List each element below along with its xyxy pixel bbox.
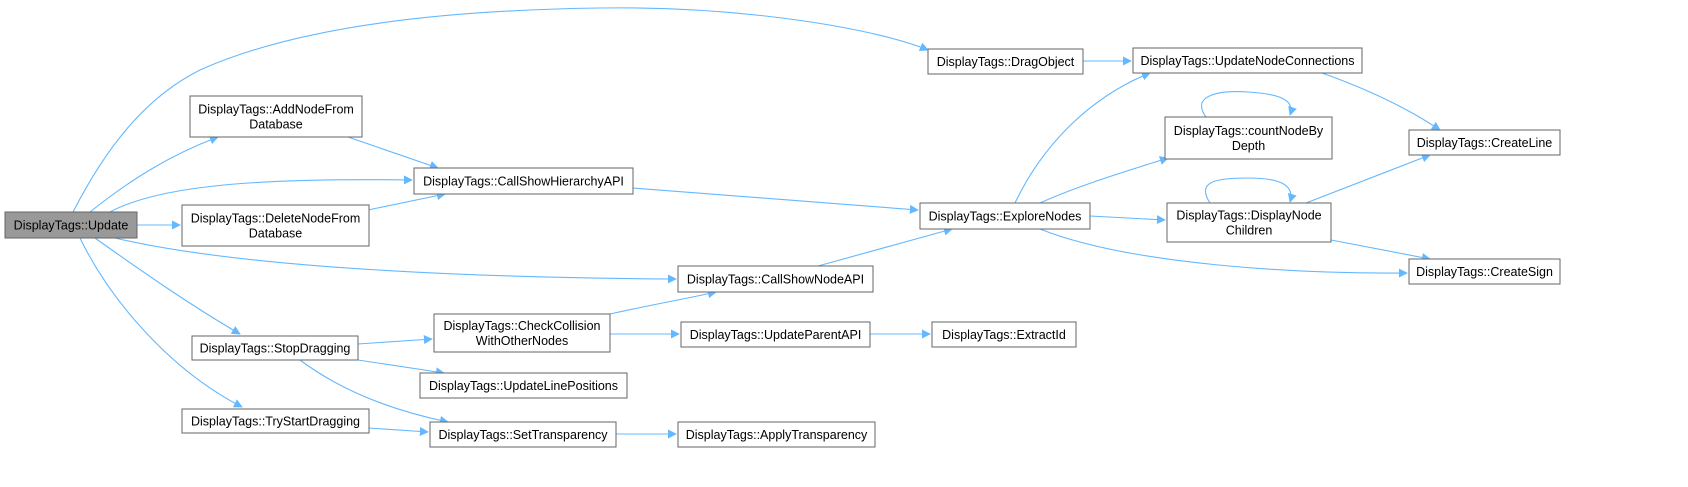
node-label: DisplayTags::CreateSign <box>1416 265 1553 279</box>
edge-update-to-dragObject <box>72 7 929 213</box>
node-box <box>181 408 370 434</box>
edge-update-to-tryStart <box>79 237 243 408</box>
node-label: DisplayTags::SetTransparency <box>438 428 608 442</box>
node-box <box>931 321 1077 348</box>
node-box <box>927 48 1084 75</box>
node-label: DisplayTags::ApplyTransparency <box>686 428 868 442</box>
edges <box>72 7 1441 439</box>
node-box <box>433 313 611 353</box>
node-callHierarchy[interactable]: DisplayTags::CallShowHierarchyAPI <box>413 167 634 195</box>
node-box <box>4 211 138 239</box>
edge-updateConn-to-createLine <box>1321 72 1441 131</box>
node-box <box>1408 258 1561 285</box>
node-label: Children <box>1226 224 1273 238</box>
node-tryStart[interactable]: DisplayTags::TryStartDragging <box>181 408 370 434</box>
node-box <box>1132 47 1363 74</box>
edge-stopDragging-to-setTransparency <box>299 359 449 425</box>
node-update[interactable]: DisplayTags::Update <box>4 211 138 239</box>
node-label: DisplayTags::AddNodeFrom <box>198 103 354 117</box>
edge-exploreNodes-to-displayChildren <box>1089 215 1166 225</box>
edge-displayChildren-to-createSign <box>1330 239 1431 262</box>
edge-deleteNode-to-callHierarchy <box>367 191 446 211</box>
node-exploreNodes[interactable]: DisplayTags::ExploreNodes <box>919 202 1091 230</box>
node-updateLinePos[interactable]: DisplayTags::UpdateLinePositions <box>419 372 628 399</box>
node-box <box>189 95 363 138</box>
node-setTransparency[interactable]: DisplayTags::SetTransparency <box>429 421 617 448</box>
node-callShowNode[interactable]: DisplayTags::CallShowNodeAPI <box>677 265 874 293</box>
edge-callShowNode-to-exploreNodes <box>817 226 953 267</box>
edge-exploreNodes-to-createSign <box>1039 228 1408 278</box>
node-label: DisplayTags::ExtractId <box>942 328 1066 342</box>
node-box <box>181 204 370 247</box>
node-label: DisplayTags::ExploreNodes <box>929 210 1082 224</box>
edge-checkCollision-to-callShowNode <box>609 289 717 315</box>
node-label: DisplayTags::countNodeBy <box>1174 124 1324 138</box>
edge-exploreNodes-to-updateConn <box>1014 71 1151 204</box>
node-dragObject[interactable]: DisplayTags::DragObject <box>927 48 1084 75</box>
node-label: DisplayTags::UpdateLinePositions <box>429 379 618 393</box>
node-label: DisplayTags::CreateLine <box>1417 136 1553 150</box>
node-applyTransparency[interactable]: DisplayTags::ApplyTransparency <box>677 421 876 448</box>
edge-addNode-to-callHierarchy <box>347 136 439 170</box>
node-extractId[interactable]: DisplayTags::ExtractId <box>931 321 1077 348</box>
edge-stopDragging-to-updateLinePos <box>357 359 445 377</box>
node-box <box>429 421 617 448</box>
node-checkCollision[interactable]: DisplayTags::CheckCollisionWithOtherNode… <box>433 313 611 353</box>
edge-update-to-callHierarchy <box>109 175 413 213</box>
edge-update-to-stopDragging <box>94 237 241 335</box>
edge-displayChildren-to-displayChildren <box>1204 177 1297 204</box>
edge-displayChildren-to-createLine <box>1305 153 1431 204</box>
node-box <box>1166 202 1332 243</box>
node-label: DisplayTags::UpdateNodeConnections <box>1140 54 1354 68</box>
edge-update-to-addNode <box>89 135 219 213</box>
node-box <box>419 372 628 399</box>
edge-tryStart-to-setTransparency <box>368 426 429 436</box>
node-label: DisplayTags::CheckCollision <box>443 319 600 333</box>
node-label: Depth <box>1232 139 1265 153</box>
node-label: Database <box>249 227 303 241</box>
node-label: DisplayTags::CallShowHierarchyAPI <box>423 175 624 189</box>
nodes: DisplayTags::Update DisplayTags::AddNodeF… <box>4 47 1561 448</box>
node-label: DisplayTags::DeleteNodeFrom <box>191 212 361 226</box>
edge-exploreNodes-to-countNode <box>1039 156 1169 204</box>
node-createSign[interactable]: DisplayTags::CreateSign <box>1408 258 1561 285</box>
node-label: WithOtherNodes <box>476 334 568 348</box>
node-createLine[interactable]: DisplayTags::CreateLine <box>1408 129 1561 156</box>
edge-countNode-to-countNode <box>1200 91 1297 118</box>
edge-callHierarchy-to-exploreNodes <box>632 187 919 214</box>
node-label: DisplayTags::StopDragging <box>200 342 351 356</box>
node-label: DisplayTags::Update <box>14 219 129 233</box>
node-stopDragging[interactable]: DisplayTags::StopDragging <box>191 335 359 361</box>
node-label: DisplayTags::DisplayNode <box>1176 209 1321 223</box>
node-box <box>919 202 1091 230</box>
node-box <box>680 321 871 348</box>
node-box <box>677 421 876 448</box>
node-label: DisplayTags::DragObject <box>937 55 1075 69</box>
node-box <box>1164 116 1333 160</box>
node-box <box>677 265 874 293</box>
node-label: DisplayTags::CallShowNodeAPI <box>687 273 864 287</box>
node-label: DisplayTags::UpdateParentAPI <box>690 328 862 342</box>
node-box <box>1408 129 1561 156</box>
node-box <box>413 167 634 195</box>
edge-update-to-callShowNode <box>114 237 677 284</box>
edge-stopDragging-to-checkCollision <box>357 335 433 345</box>
node-label: Database <box>249 118 303 132</box>
node-updateConn[interactable]: DisplayTags::UpdateNodeConnections <box>1132 47 1363 74</box>
node-box <box>191 335 359 361</box>
node-updateParent[interactable]: DisplayTags::UpdateParentAPI <box>680 321 871 348</box>
node-label: DisplayTags::TryStartDragging <box>191 415 360 429</box>
